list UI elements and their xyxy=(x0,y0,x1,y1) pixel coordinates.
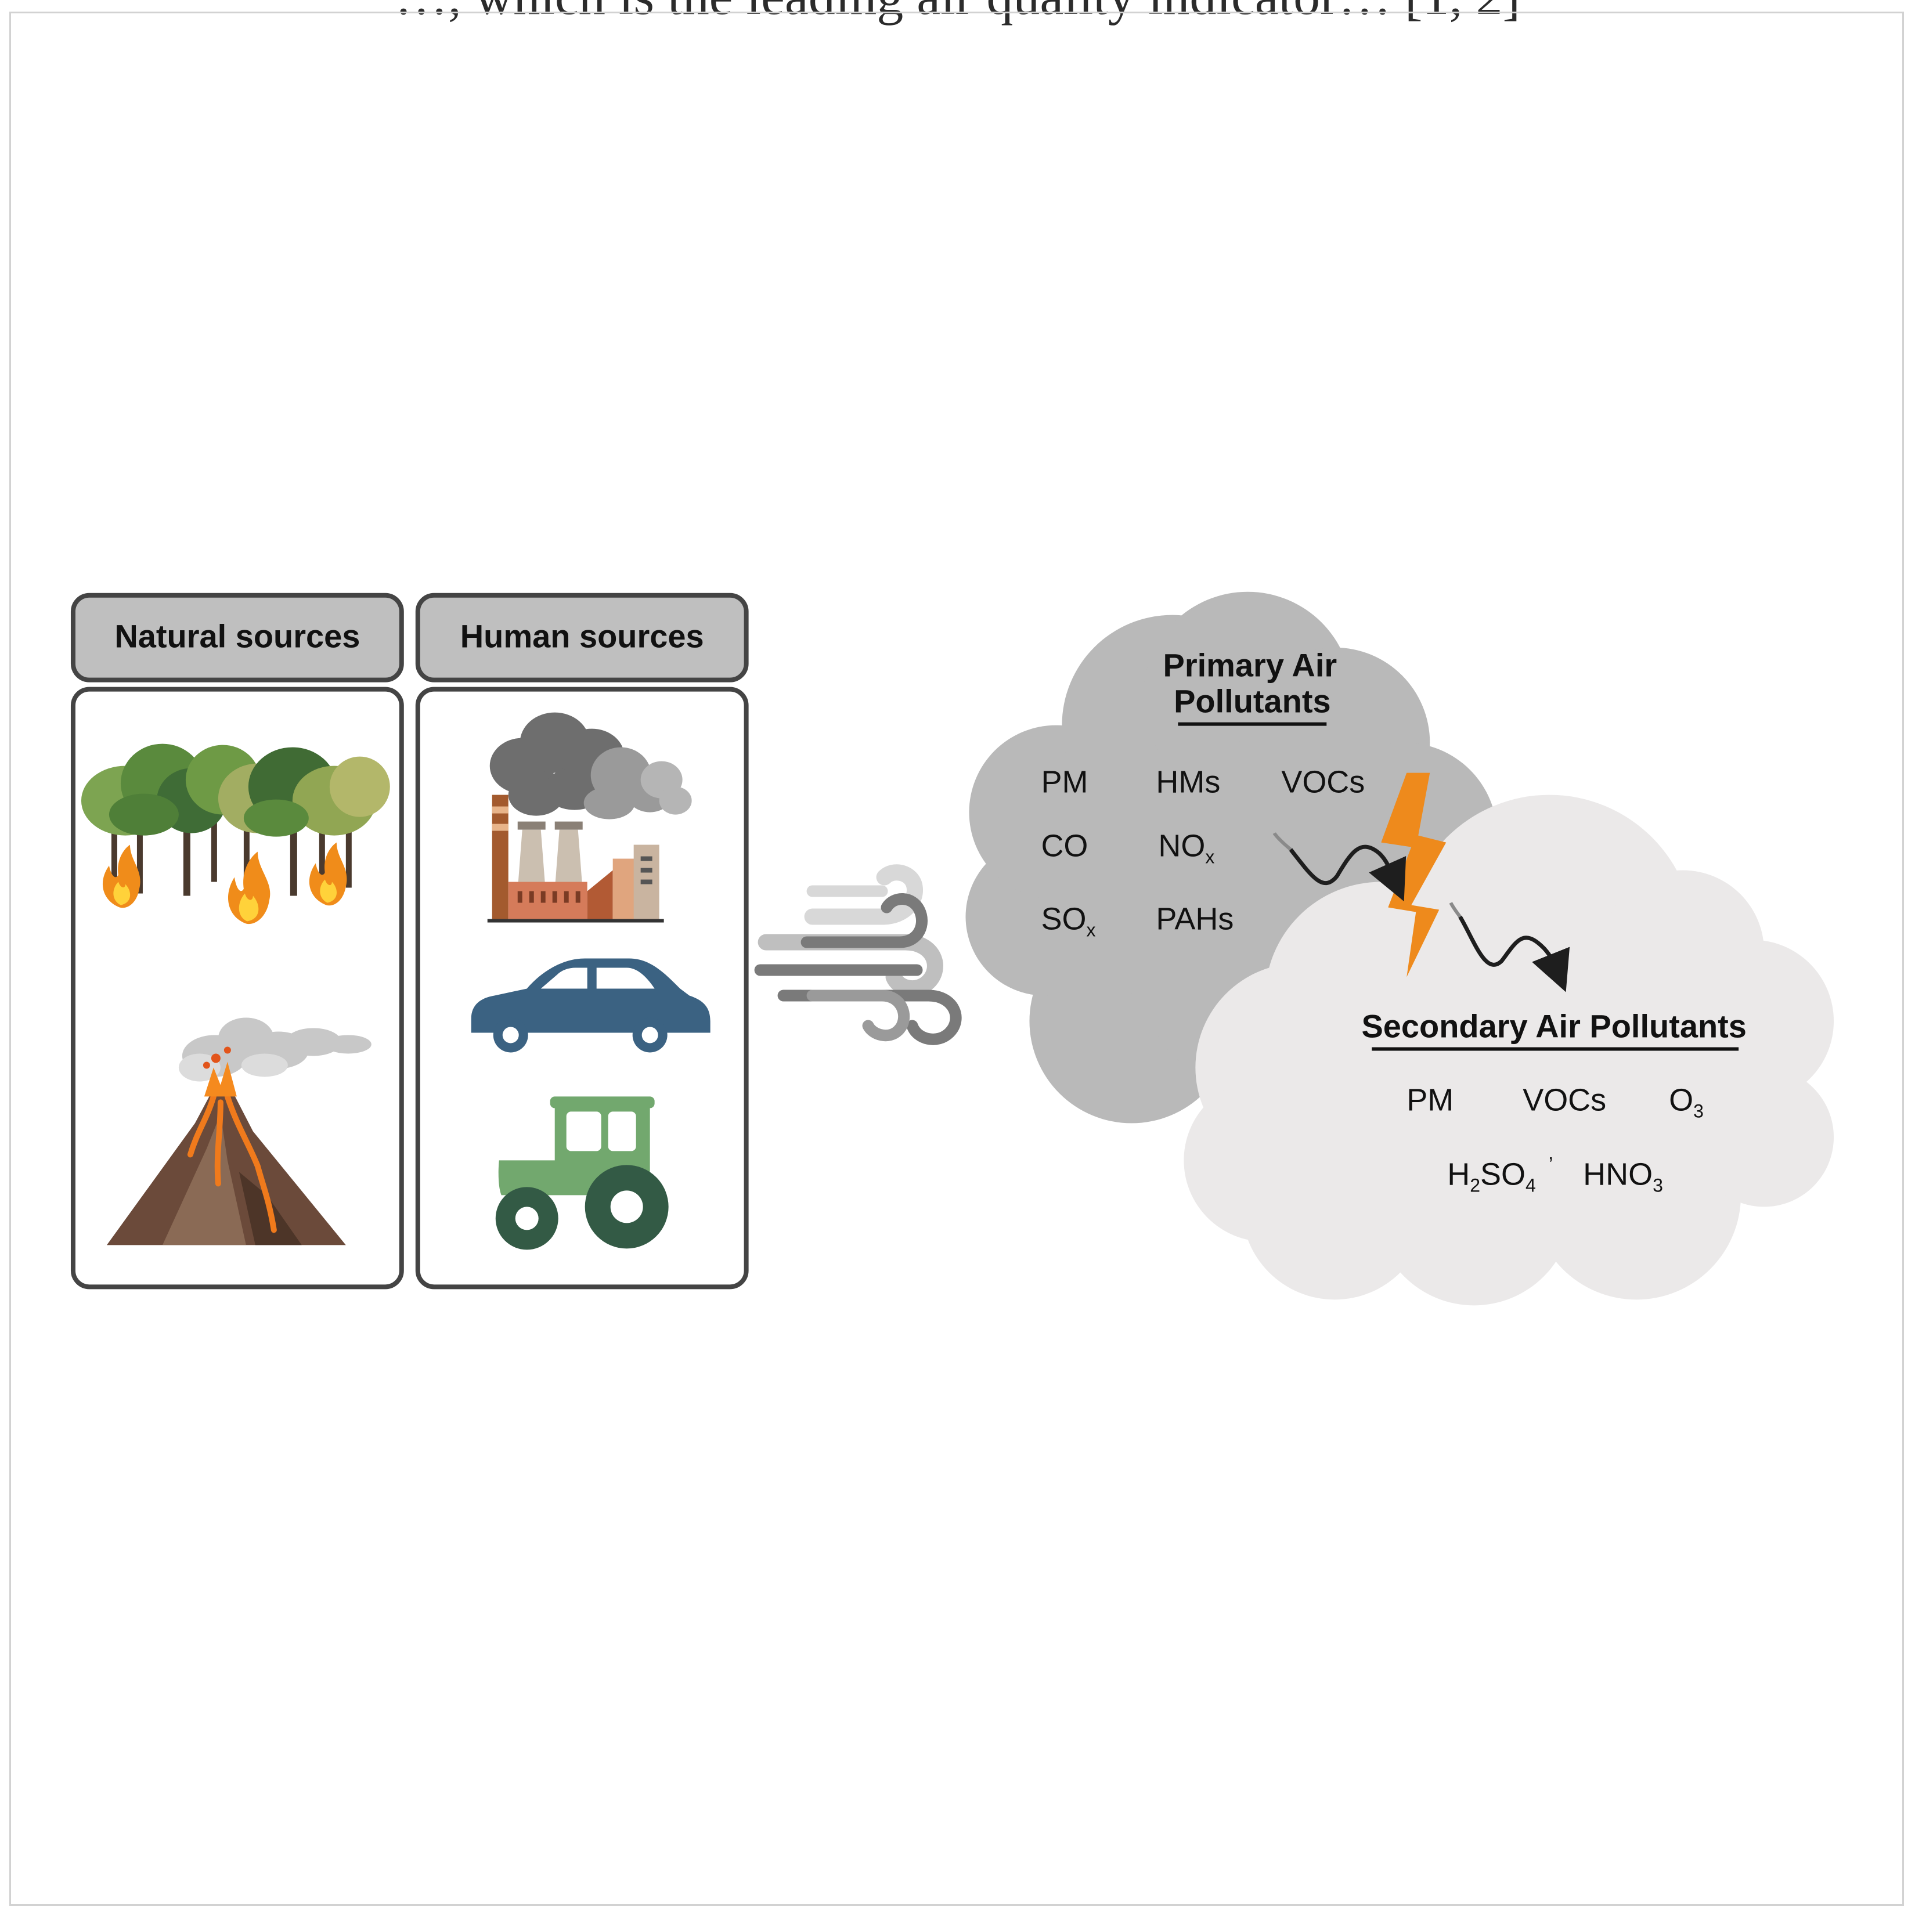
factory-icon xyxy=(487,712,692,923)
secondary-comma: , xyxy=(1548,1142,1553,1163)
secondary-vocs: VOCs xyxy=(1523,1082,1606,1117)
human-sources-header: Human sources xyxy=(415,593,749,682)
primary-title-line1: Primary Air xyxy=(1163,647,1337,684)
lightning-icon xyxy=(1381,772,1447,977)
secondary-title: Secondary Air Pollutants xyxy=(1361,1007,1746,1044)
secondary-hno3: HNO3 xyxy=(1583,1157,1663,1196)
car-icon xyxy=(471,958,711,1053)
natural-sources-label: Natural sources xyxy=(114,618,360,655)
natural-sources-header: Natural sources xyxy=(70,593,404,682)
primary-pm: PM xyxy=(1041,765,1088,800)
secondary-o3: O3 xyxy=(1669,1082,1704,1121)
reaction-arrow-1-tail xyxy=(1272,832,1292,851)
secondary-h2so4: H2SO4 xyxy=(1447,1157,1536,1196)
figure-frame xyxy=(9,12,1904,1906)
volcano-icon xyxy=(106,1017,372,1245)
secondary-pm: PM xyxy=(1407,1082,1454,1117)
primary-pahs: PAHs xyxy=(1156,902,1234,937)
secondary-pollutants-cloud xyxy=(1184,795,1834,1306)
reaction-arrow-1 xyxy=(1289,844,1407,902)
primary-hms: HMs xyxy=(1156,765,1220,800)
forest-fire-icon xyxy=(81,743,390,925)
primary-vocs: VOCs xyxy=(1281,765,1365,800)
tractor-icon xyxy=(495,1096,669,1250)
human-sources-label: Human sources xyxy=(460,618,704,655)
primary-co: CO xyxy=(1041,829,1088,864)
primary-title-line2: Pollutants xyxy=(1174,683,1331,720)
primary-pollutants-labels: Primary Air Pollutants PM HMs VOCs CO NO… xyxy=(1041,647,1365,941)
primary-sox: SOx xyxy=(1041,902,1095,941)
secondary-pollutants-labels: Secondary Air Pollutants PM VOCs O3 H2SO… xyxy=(1361,1007,1746,1196)
primary-nox: NOx xyxy=(1158,829,1214,868)
wind-icon xyxy=(754,864,962,1045)
reaction-arrow-2-tail xyxy=(1449,902,1462,918)
reaction-arrow-2 xyxy=(1458,915,1570,992)
